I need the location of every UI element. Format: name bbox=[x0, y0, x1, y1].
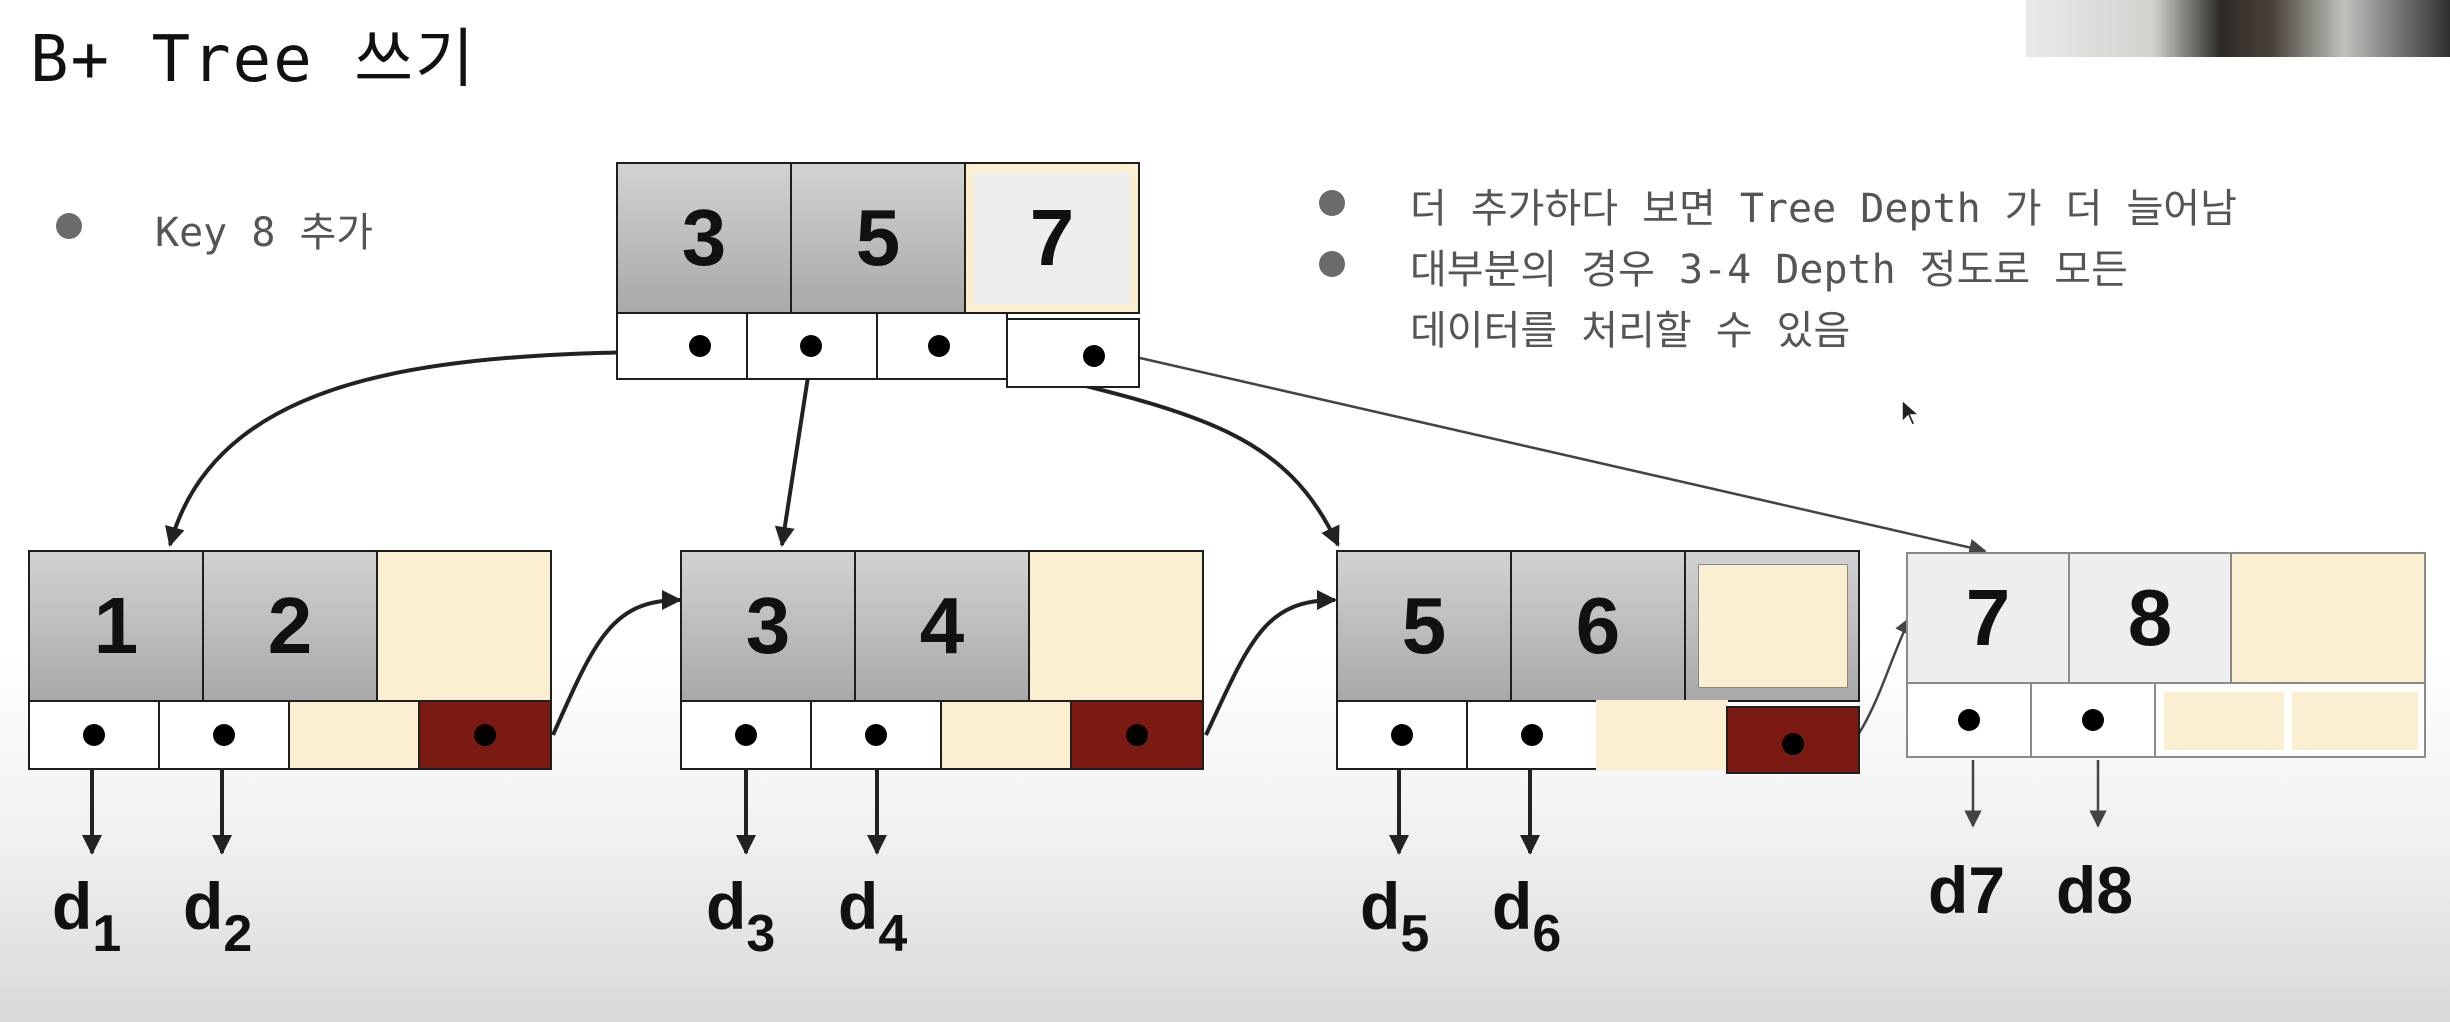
leaf1-pointer-empty bbox=[288, 700, 420, 770]
leaf2-key-empty bbox=[1028, 550, 1204, 702]
note-add-key: Key 8 추가 bbox=[155, 210, 374, 256]
mouse-cursor-icon bbox=[1901, 398, 1921, 426]
root-pointer-1 bbox=[616, 312, 748, 380]
arrow-root-to-leaf-1 bbox=[165, 349, 683, 547]
leaf2-next-pointer bbox=[1070, 700, 1204, 770]
root-node: 3 5 7 bbox=[616, 162, 1142, 390]
leaf-node-2: 3 4 bbox=[680, 550, 1204, 772]
arrow-leaf3-next bbox=[1856, 616, 1912, 736]
leaf3-pointer-1 bbox=[1336, 700, 1468, 770]
leaf4-key-empty bbox=[2230, 552, 2426, 684]
leaf2-key-2: 4 bbox=[854, 550, 1030, 702]
leaf2-key-1: 3 bbox=[680, 550, 856, 702]
leaf3-next-pointer bbox=[1726, 706, 1860, 774]
arrow-leaf1-next bbox=[551, 590, 682, 736]
leaf1-pointer-2 bbox=[158, 700, 290, 770]
root-key-3: 7 bbox=[964, 162, 1140, 314]
leaf4-key-2: 8 bbox=[2068, 552, 2232, 684]
root-pointer-3 bbox=[876, 312, 1008, 380]
arrow-root-to-leaf-4 bbox=[1139, 356, 1987, 557]
leaf3-pointer-2 bbox=[1466, 700, 1598, 770]
note-depth-line-2: 대부분의 경우 3-4 Depth 정도로 모든 bbox=[1410, 247, 2128, 293]
root-pointer-4 bbox=[1006, 318, 1140, 388]
arrow-root-to-leaf-2 bbox=[774, 350, 814, 547]
root-pointer-2 bbox=[746, 312, 878, 380]
leaf2-pointer-1 bbox=[680, 700, 812, 770]
leaf1-next-pointer bbox=[418, 700, 552, 770]
data-label-d5: d5 bbox=[1360, 869, 1430, 963]
leaf4-pointer-2 bbox=[2030, 682, 2156, 758]
data-label-d1: d1 bbox=[52, 869, 122, 963]
leaf1-key-2: 2 bbox=[202, 550, 378, 702]
leaf3-pointer-empty bbox=[1596, 700, 1728, 770]
data-label-d2: d2 bbox=[183, 869, 253, 963]
leaf4-key-1: 7 bbox=[1906, 552, 2070, 684]
leaf4-pointer-empty bbox=[2154, 682, 2426, 758]
data-label-d4: d4 bbox=[838, 869, 908, 963]
leaf-node-1: 1 2 bbox=[28, 550, 552, 772]
bullet-icon bbox=[1319, 251, 1345, 277]
bullet-icon bbox=[1319, 190, 1345, 216]
data-label-d3: d3 bbox=[706, 869, 776, 963]
leaf-node-3: 5 6 bbox=[1336, 550, 1860, 774]
bullet-icon bbox=[56, 213, 82, 239]
note-depth-line-1: 더 추가하다 보면 Tree Depth 가 더 늘어남 bbox=[1410, 186, 2237, 232]
leaf3-key-1: 5 bbox=[1336, 550, 1512, 702]
data-label-d6: d6 bbox=[1492, 869, 1562, 963]
slide-title: B+ Tree 쓰기 bbox=[30, 23, 477, 97]
leaf1-pointer-1 bbox=[28, 700, 160, 770]
leaf2-pointer-2 bbox=[810, 700, 942, 770]
leaf1-key-1: 1 bbox=[28, 550, 204, 702]
note-depth-line-3: 데이터를 처리할 수 있음 bbox=[1410, 308, 1851, 354]
leaf4-pointer-1 bbox=[1906, 682, 2032, 758]
data-label-d7: d7 bbox=[1928, 853, 2006, 927]
data-label-d8: d8 bbox=[2056, 853, 2134, 927]
leaf2-pointer-empty bbox=[940, 700, 1072, 770]
leaf3-key-empty bbox=[1684, 550, 1860, 702]
arrow-leaf2-next bbox=[1204, 590, 1337, 736]
leaf1-key-empty bbox=[376, 550, 552, 702]
root-key-2: 5 bbox=[790, 162, 966, 314]
webcam-overlay bbox=[2026, 0, 2450, 57]
leaf3-key-2: 6 bbox=[1510, 550, 1686, 702]
root-key-1: 3 bbox=[616, 162, 792, 314]
leaf-node-4: 7 8 bbox=[1906, 552, 2426, 762]
